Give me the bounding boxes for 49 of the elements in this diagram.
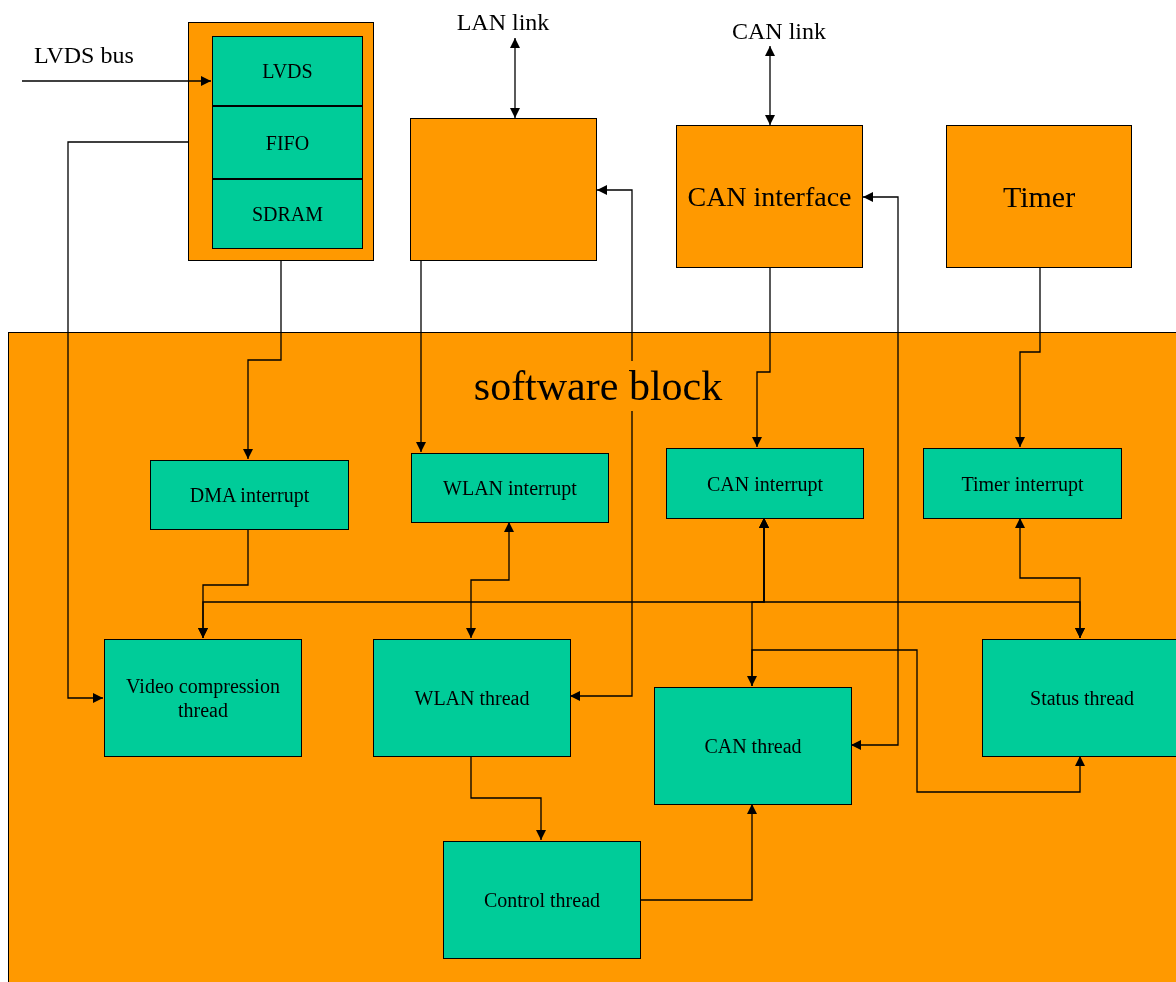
node-label: WLAN interrupt bbox=[443, 476, 577, 500]
module-box bbox=[923, 448, 1122, 519]
connector-arrow bbox=[569, 185, 633, 701]
connector-arrow bbox=[751, 649, 1085, 793]
node-label: LAN link bbox=[456, 7, 550, 37]
connector-arrow bbox=[243, 260, 282, 460]
node-label: Timer interrupt bbox=[961, 471, 1084, 496]
module-box bbox=[212, 106, 363, 179]
connector-arrow bbox=[470, 755, 546, 841]
connector-arrow bbox=[850, 192, 899, 750]
connector-arrow bbox=[416, 260, 426, 453]
connector-arrow bbox=[510, 37, 520, 119]
node-label: SDRAM bbox=[251, 202, 324, 226]
module-box bbox=[212, 36, 363, 106]
node-label: Control thread bbox=[483, 888, 601, 912]
node-label: CAN interrupt bbox=[706, 471, 824, 496]
node-label: CAN interface bbox=[687, 179, 852, 214]
bus-label: LVDS bus bbox=[34, 42, 134, 69]
hardware-block bbox=[676, 125, 863, 268]
connector-arrow bbox=[67, 141, 189, 703]
node-label: DMA interrupt bbox=[189, 483, 310, 507]
software-block bbox=[8, 332, 1176, 982]
connector-arrow bbox=[765, 45, 775, 126]
connector-arrow bbox=[639, 803, 757, 901]
node-label: CAN link bbox=[732, 16, 826, 46]
module-box bbox=[666, 448, 864, 519]
node-label: CAN thread bbox=[704, 734, 802, 758]
node-label: Status thread bbox=[1030, 686, 1134, 710]
node-label: LVDS bbox=[262, 59, 313, 83]
module-box bbox=[443, 841, 641, 959]
module-box bbox=[104, 639, 302, 757]
hardware-block bbox=[410, 118, 597, 261]
connector-arrow bbox=[466, 521, 514, 639]
hardware-block bbox=[946, 125, 1132, 268]
module-box bbox=[654, 687, 852, 805]
connector-arrow bbox=[1015, 517, 1085, 639]
node-label: Video compression thread bbox=[125, 674, 281, 722]
hardware-block bbox=[188, 22, 374, 261]
connector-arrow bbox=[752, 267, 771, 448]
node-label: FIFO bbox=[265, 130, 310, 155]
connector-arrow bbox=[1015, 267, 1041, 448]
module-box bbox=[411, 453, 609, 523]
node-label: Timer bbox=[1002, 178, 1076, 215]
node-label: WLAN thread bbox=[414, 686, 530, 710]
module-box bbox=[150, 460, 349, 530]
module-box bbox=[373, 639, 571, 757]
module-box bbox=[982, 639, 1176, 757]
connector-arrow bbox=[21, 76, 212, 86]
module-box bbox=[212, 179, 363, 249]
